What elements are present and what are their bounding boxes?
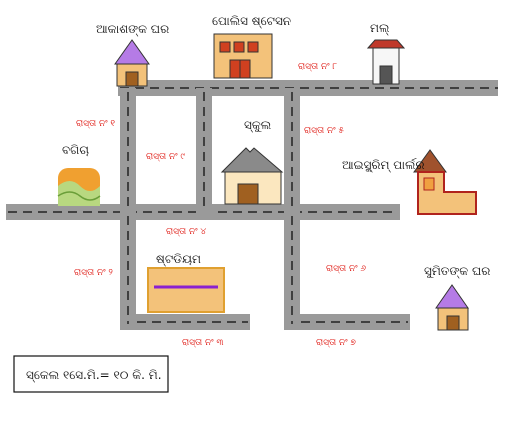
icecream-parlour-icon	[413, 149, 477, 215]
road-label-4: ରାସ୍ତା ନଂ ୪	[166, 227, 206, 237]
garden-label: ବଗିଚା	[62, 143, 89, 157]
mall-icon	[366, 39, 406, 85]
scale-box	[13, 355, 169, 393]
police-station-label: ପୋଲିସ ଷ୍ଟେସନ	[212, 14, 291, 28]
sumit-house-icon	[435, 284, 469, 331]
stadium-icon	[147, 267, 225, 313]
road-5	[284, 88, 300, 214]
road-label-9: ରାସ୍ତା ନଂ ୯	[146, 152, 185, 162]
school-icon	[220, 147, 284, 205]
road-label-1: ରାସ୍ତା ନଂ ୧	[76, 119, 115, 129]
road-8	[118, 80, 498, 96]
road-1	[120, 88, 136, 214]
sumit-house-label: ସୁମିତଙ୍କ ଘର	[424, 264, 490, 279]
road-label-5: ରାସ୍ତା ନଂ ୫	[304, 126, 344, 136]
road-label-7: ରାସ୍ତା ନଂ ୭	[316, 338, 356, 348]
scale-text: ସ୍କେଲ ୧ସେ.ମି.= ୧୦ କି. ମି.	[26, 368, 162, 382]
road-6	[284, 212, 300, 328]
icecream-parlour-label: ଆଇସ୍କ୍ରିମ୍ ପାର୍ଲର	[342, 158, 425, 173]
garden-icon	[57, 168, 101, 206]
stadium-label: ଷ୍ଟଡିୟମ	[156, 252, 201, 266]
akash-house-label: ଆକାଶଙ୍କ ଘର	[96, 22, 169, 36]
road-2	[120, 212, 136, 328]
roads	[6, 80, 498, 330]
road-7	[284, 314, 410, 330]
road-label-6: ରାସ୍ତା ନଂ ୬	[326, 264, 366, 274]
road-label-8: ରାସ୍ତା ନଂ ୮	[298, 62, 337, 72]
road-3	[120, 314, 250, 330]
police-station-icon	[213, 33, 273, 79]
road-9	[196, 88, 212, 214]
akash-house-icon	[114, 39, 150, 87]
road-label-3: ରାସ୍ତା ନଂ ୩	[182, 338, 224, 348]
road-label-2: ରାସ୍ତା ନଂ ୨	[74, 268, 113, 278]
school-label: ସ୍କୁଲ	[244, 118, 272, 133]
mall-label: ମଲ୍	[370, 21, 390, 35]
